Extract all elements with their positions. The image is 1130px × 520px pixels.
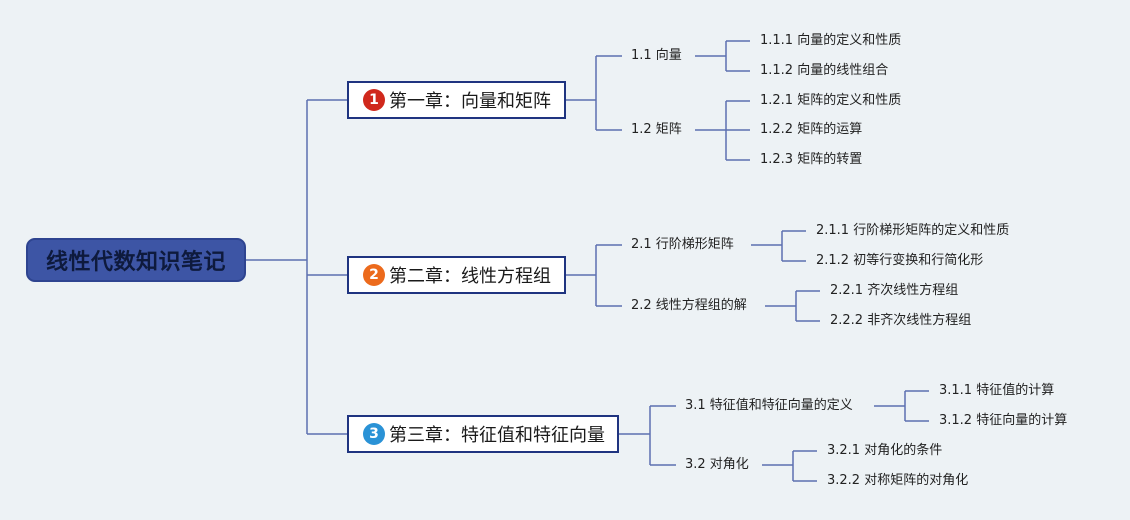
chapter-1-title: 第一章：向量和矩阵 (389, 91, 551, 112)
subsection-2-1-2[interactable]: 2.1.2 初等行变换和行简化形 (816, 253, 984, 268)
subsection-1-1-2[interactable]: 1.1.2 向量的线性组合 (760, 63, 889, 78)
subsection-1-2-3[interactable]: 1.2.3 矩阵的转置 (760, 152, 863, 167)
number-badge-icon: 2 (363, 264, 385, 286)
chapter-2-topic[interactable]: 2 第二章：线性方程组 (347, 256, 566, 294)
subsection-3-1-2[interactable]: 3.1.2 特征向量的计算 (939, 413, 1068, 428)
section-2-1[interactable]: 2.1 行阶梯形矩阵 (631, 237, 734, 252)
section-3-1[interactable]: 3.1 特征值和特征向量的定义 (685, 398, 853, 413)
subsection-1-2-1[interactable]: 1.2.1 矩阵的定义和性质 (760, 93, 902, 108)
subsection-3-2-1[interactable]: 3.2.1 对角化的条件 (827, 443, 943, 458)
subsection-2-2-2[interactable]: 2.2.2 非齐次线性方程组 (830, 313, 972, 328)
section-2-2[interactable]: 2.2 线性方程组的解 (631, 298, 747, 313)
subsection-3-2-2[interactable]: 3.2.2 对称矩阵的对角化 (827, 473, 969, 488)
number-badge-icon: 3 (363, 423, 385, 445)
section-1-2[interactable]: 1.2 矩阵 (631, 122, 682, 137)
subsection-2-1-1[interactable]: 2.1.1 行阶梯形矩阵的定义和性质 (816, 223, 1010, 238)
number-badge-icon: 1 (363, 89, 385, 111)
subsection-1-2-2[interactable]: 1.2.2 矩阵的运算 (760, 122, 863, 137)
subsection-3-1-1[interactable]: 3.1.1 特征值的计算 (939, 383, 1055, 398)
root-topic[interactable]: 线性代数知识笔记 (26, 238, 246, 282)
chapter-3-topic[interactable]: 3 第三章：特征值和特征向量 (347, 415, 619, 453)
section-1-1[interactable]: 1.1 向量 (631, 48, 682, 63)
root-title: 线性代数知识笔记 (45, 250, 226, 275)
subsection-1-1-1[interactable]: 1.1.1 向量的定义和性质 (760, 33, 902, 48)
subsection-2-2-1[interactable]: 2.2.1 齐次线性方程组 (830, 283, 959, 298)
chapter-2-title: 第二章：线性方程组 (389, 266, 551, 287)
section-3-2[interactable]: 3.2 对角化 (685, 457, 749, 472)
chapter-3-title: 第三章：特征值和特征向量 (389, 425, 605, 446)
chapter-1-topic[interactable]: 1 第一章：向量和矩阵 (347, 81, 566, 119)
